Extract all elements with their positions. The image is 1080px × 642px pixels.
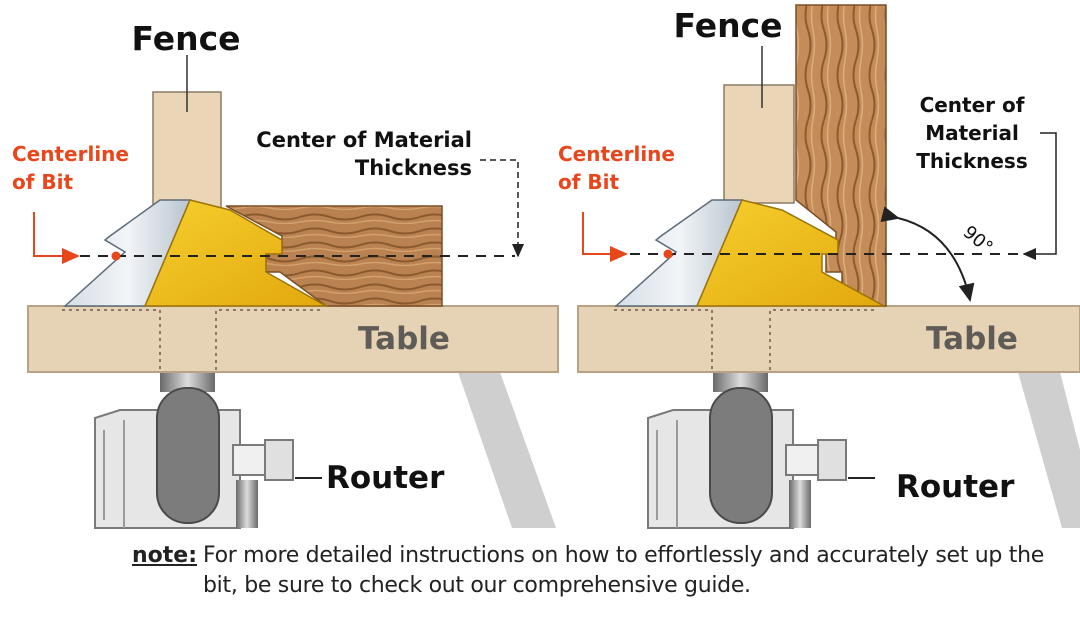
angle-label: 90° bbox=[959, 222, 997, 259]
workpiece bbox=[795, 4, 887, 307]
fence-label: Fence bbox=[673, 6, 782, 45]
center-thickness-label-line1: Center of bbox=[920, 93, 1025, 117]
table-label: Table bbox=[926, 321, 1018, 357]
router-label: Router bbox=[896, 469, 1015, 505]
center-thickness-label-line2: Material bbox=[925, 121, 1019, 145]
centerline-label-line1: Centerline bbox=[12, 142, 129, 166]
bit-center-dot bbox=[111, 251, 121, 261]
center-thickness-label-line1: Center of Material bbox=[256, 128, 472, 152]
note-text: For more detailed instructions on how to… bbox=[203, 543, 1044, 598]
bit-center-dot bbox=[663, 249, 673, 259]
thickness-pointer bbox=[480, 159, 524, 258]
centerline-pointer bbox=[582, 212, 628, 262]
fence bbox=[723, 84, 795, 204]
table-label: Table bbox=[358, 321, 450, 357]
centerline-label-line2: of Bit bbox=[558, 170, 620, 194]
center-thickness-label-line2: Thickness bbox=[355, 156, 472, 180]
thickness-pointer bbox=[1022, 132, 1057, 260]
router-bit bbox=[63, 199, 329, 307]
note: note: For more detailed instructions on … bbox=[132, 541, 1072, 601]
router-label: Router bbox=[326, 460, 445, 496]
fence-label: Fence bbox=[131, 19, 240, 58]
table bbox=[577, 305, 1080, 373]
right-panel: Fence Centerline of Bit Center of Materi… bbox=[558, 4, 1080, 529]
router bbox=[94, 370, 294, 529]
table-leg bbox=[1018, 372, 1080, 528]
angle-arc bbox=[880, 206, 975, 302]
note-label: note: bbox=[132, 543, 198, 568]
router bbox=[647, 370, 847, 529]
center-thickness-label-line3: Thickness bbox=[916, 149, 1028, 173]
centerline-pointer bbox=[33, 212, 80, 264]
router-bit bbox=[614, 199, 885, 307]
centerline-label-line1: Centerline bbox=[558, 142, 675, 166]
left-panel: Fence Centerline of Bit Center of Materi… bbox=[12, 19, 559, 529]
centerline-label-line2: of Bit bbox=[12, 170, 74, 194]
table-leg bbox=[458, 372, 556, 528]
table bbox=[27, 305, 559, 373]
